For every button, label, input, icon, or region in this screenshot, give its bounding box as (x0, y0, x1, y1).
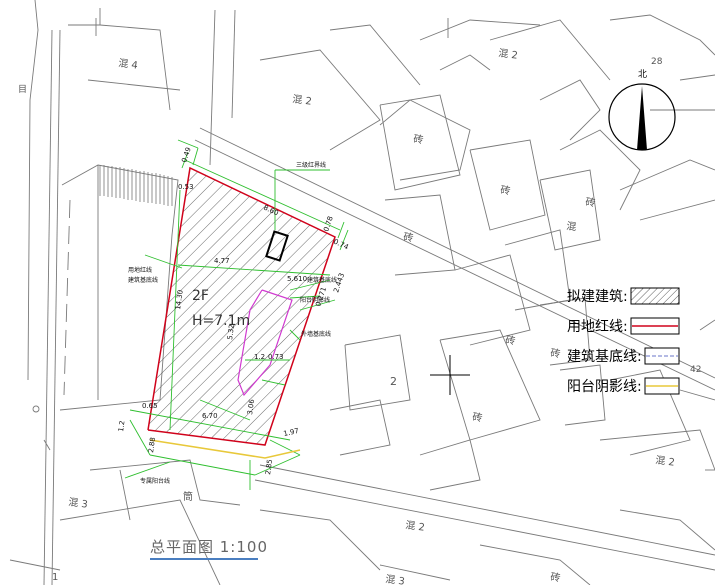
building-marker (265, 230, 289, 262)
dimension-label: 6.70 (202, 412, 218, 420)
hatch-swatch-icon (630, 287, 680, 305)
legend-item-proposed-building: 拟建建筑: (567, 284, 712, 308)
parcel-label: 目 (18, 84, 27, 95)
drawing-title: 总平面图 1:100 (150, 536, 268, 560)
parcel-label: 2 (390, 375, 397, 388)
parcel-label: 砖 (500, 183, 512, 197)
parcel-label: 砖 (403, 230, 415, 244)
parcel-label: 混 2 (292, 93, 313, 108)
dimension-label: 1.2 (254, 353, 265, 361)
cadastral-map (9, 0, 715, 585)
legend: 拟建建筑: 用地红线: 建筑基底线: 阳台阴影线: (567, 284, 712, 404)
parcel-label: 混 2 (405, 519, 426, 534)
site-red-line (147, 166, 336, 446)
parcel-label: 砖 (472, 410, 484, 424)
dimension-label: 14.30 (174, 289, 185, 310)
legend-item-base-line: 建筑基底线: (567, 344, 712, 368)
building-floors: 2F (192, 288, 209, 304)
legend-label: 用地红线: (567, 319, 628, 335)
dimension-label: 0.78 (322, 215, 334, 232)
parcel-label: 42 (690, 365, 701, 375)
annotation-label: 阳台阴影线 (300, 296, 330, 304)
dimension-label: 3.06 (246, 398, 256, 415)
annotation-label: 专属阳台线 (140, 477, 170, 485)
dimension-label: 4.77 (214, 257, 230, 265)
balcony-shadow-line (149, 439, 301, 459)
north-arrow-icon (637, 86, 647, 150)
dimension-label: 1.97 (283, 427, 300, 438)
annotation-label: 外墙基底线 (301, 330, 331, 338)
parcel-label: 砖 (585, 195, 597, 209)
compass-north-label: 北 (638, 69, 647, 80)
legend-item-red-line: 用地红线: (567, 314, 712, 338)
parcel-label: 1 (52, 572, 58, 583)
parcel-label: 筒 (183, 490, 193, 503)
dimension-label: 2.88 (147, 437, 157, 454)
yellow-line-swatch-icon (644, 377, 680, 395)
dimension-label: 0.53 (178, 183, 194, 191)
parcel-label: 混 3 (385, 573, 406, 585)
annotation-label: 用地红线 (128, 266, 152, 274)
dimension-label: 0.73 (268, 353, 284, 361)
parcel-label: 混 (566, 220, 578, 233)
annotation-label: 三级红界线 (296, 161, 326, 169)
title-underline (150, 558, 258, 560)
dimension-lines (124, 139, 349, 490)
legend-item-balcony-line: 阳台阴影线: (567, 374, 712, 398)
annotation-label: 建筑基底线 (307, 276, 337, 284)
dimension-label: 2.85 (264, 459, 274, 476)
parcel-label: 砖 (550, 570, 562, 584)
parcel-label: 混 3 (68, 496, 89, 511)
dimension-label: 5.610 (287, 275, 307, 283)
parcel-label: 砖 (505, 333, 517, 347)
dimension-label: 0.65 (142, 402, 158, 410)
parcel-label: 28 (651, 57, 663, 67)
parcel-label: 混 4 (118, 57, 139, 72)
legend-label: 阳台阴影线: (567, 379, 642, 395)
annotation-label: 建筑基底线 (128, 276, 158, 284)
north-arrow: 北 (608, 69, 676, 151)
dimension-label: 0.74 (332, 238, 350, 252)
drawing-title-text: 总平面图 1:100 (150, 538, 268, 556)
red-line-swatch-icon (630, 317, 680, 335)
building-height: H=7.1m (192, 313, 250, 329)
dimension-label: 1.2 (117, 420, 126, 432)
parcel-label: 砖 (550, 346, 562, 360)
dashed-line-swatch-icon (644, 347, 680, 365)
parcel-label: 混 2 (655, 454, 676, 469)
legend-label: 建筑基底线: (567, 349, 642, 365)
dimension-label: 0.49 (180, 146, 192, 163)
legend-label: 拟建建筑: (567, 289, 628, 305)
building-base-outline (237, 289, 293, 397)
parcel-label: 混 2 (498, 47, 519, 62)
parcel-label: 砖 (413, 132, 425, 146)
dimension-label: 5.32 (226, 324, 236, 341)
